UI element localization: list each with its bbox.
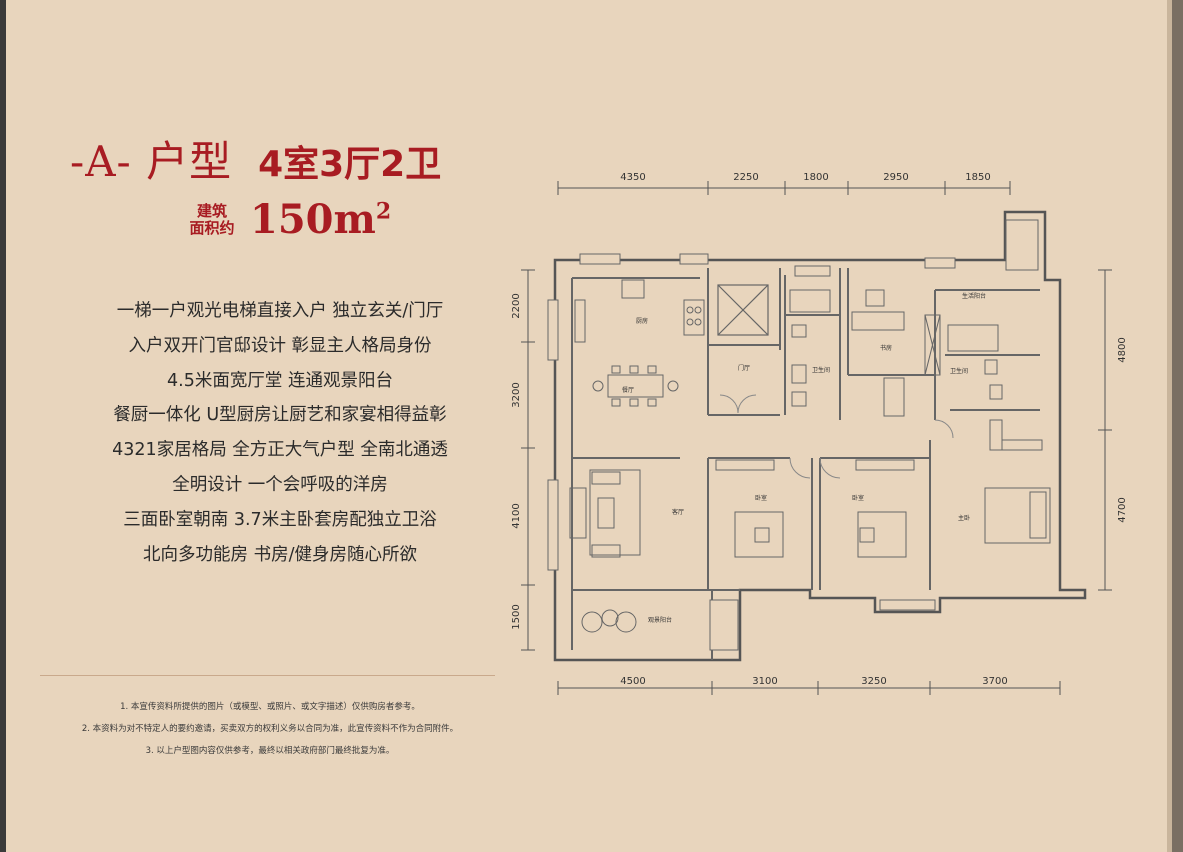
area-number: 150m xyxy=(250,196,376,243)
bathroom-fixtures xyxy=(789,289,1003,407)
disclaimer-note: 2. 本资料为对不特定人的要约邀请，买卖双方的权利义务以合同为准，此宣传资料不作… xyxy=(81,724,459,734)
room-label-bath2: 卫生间 xyxy=(950,367,968,375)
area-label: 建筑 面积约 xyxy=(184,201,240,237)
dim-top-2: 2250 xyxy=(733,172,758,183)
kitchen-fixtures xyxy=(574,279,705,343)
dim-left-4: 1500 xyxy=(511,604,522,629)
beds xyxy=(734,487,1051,558)
dim-top-4: 2950 xyxy=(883,172,908,183)
room-label-master: 主卧 xyxy=(958,514,970,522)
dim-top-3: 1800 xyxy=(803,172,828,183)
dim-left-1: 2200 xyxy=(511,293,522,318)
feature-item: 一梯一户观光电梯直接入户 独立玄关/门厅 xyxy=(116,301,444,321)
dim-bottom-3: 3250 xyxy=(861,676,886,687)
dimension-lines xyxy=(521,181,1112,695)
feature-item: 全明设计 一个会呼吸的洋房 xyxy=(172,474,388,495)
dining-table-icon xyxy=(592,365,679,407)
dim-left-2: 3200 xyxy=(511,382,522,407)
floor-plan: 4350 2250 1800 2950 1850 4500 3100 3250 … xyxy=(511,172,1128,695)
room-label-view-balcony: 观景阳台 xyxy=(648,616,672,624)
area-block: 建筑 面积约 150m2 xyxy=(184,196,391,243)
sofa-set-icon xyxy=(569,469,641,558)
right-edge-strip xyxy=(1167,0,1183,852)
unit-title: -A- 户型 4室3厅2卫 xyxy=(70,128,441,189)
unit-type-title: -A- 户型 xyxy=(70,137,233,186)
outer-walls xyxy=(553,210,1087,662)
dim-bottom-4: 3700 xyxy=(982,676,1007,687)
dim-left-3: 4100 xyxy=(511,503,522,528)
room-label-foyer: 门厅 xyxy=(738,364,750,372)
feature-item: 北向多功能房 书房/健身房随心所欲 xyxy=(143,544,417,565)
disclaimer-notes: 1. 本宣传资料所提供的图片（或模型、或照片、或文字描述）仅供购房者参考。 2.… xyxy=(20,700,520,766)
elevator-icon xyxy=(717,284,769,336)
dim-bottom-1: 4500 xyxy=(620,676,645,687)
room-label-dining: 餐厅 xyxy=(622,386,634,394)
room-label-bedroom1: 卧室 xyxy=(755,494,767,502)
room-label-kitchen: 厨房 xyxy=(636,317,648,325)
feature-list: 一梯一户观光电梯直接入户 独立玄关/门厅 入户双开门官邸设计 彰显主人格局身份 … xyxy=(60,297,500,575)
disclaimer-note: 1. 本宣传资料所提供的图片（或模型、或照片、或文字描述）仅供购房者参考。 xyxy=(120,702,420,712)
dim-top-5: 1850 xyxy=(965,172,990,183)
feature-item: 三面卧室朝南 3.7米主卧套房配独立卫浴 xyxy=(123,509,437,530)
area-value: 150m2 xyxy=(250,196,391,243)
room-label-study: 书房 xyxy=(880,344,892,352)
wardrobes xyxy=(715,419,1043,471)
dim-bottom-2: 3100 xyxy=(752,676,777,687)
disclaimer-note: 3. 以上户型图内容仅供参考，最终以相关政府部门最终批复为准。 xyxy=(145,746,395,756)
dimension-labels: 4350 2250 1800 2950 1850 4500 3100 3250 … xyxy=(511,172,1128,687)
feature-item: 入户双开门官邸设计 彰显主人格局身份 xyxy=(128,335,432,356)
dim-right-2: 4700 xyxy=(1117,497,1128,522)
area-unit-superscript: 2 xyxy=(375,198,392,225)
windows xyxy=(547,219,1039,651)
divider-line xyxy=(40,675,495,676)
study-furniture xyxy=(851,289,941,417)
room-count: 4室3厅2卫 xyxy=(258,144,442,185)
dim-right-1: 4800 xyxy=(1117,337,1128,362)
area-label-line2: 面积约 xyxy=(189,218,235,237)
feature-item: 4.5米面宽厅堂 连通观景阳台 xyxy=(167,370,393,391)
feature-item: 餐厨一体化 U型厨房让厨艺和家宴相得益彰 xyxy=(113,405,447,426)
room-labels: 厨房 餐厅 门厅 卫生间 书房 生活阳台 卫生间 客厅 卧室 卧室 主卧 观景阳… xyxy=(622,292,986,624)
room-label-bath1: 卫生间 xyxy=(812,366,830,374)
room-label-living-balcony: 生活阳台 xyxy=(962,292,986,300)
area-label-line1: 建筑 xyxy=(196,201,227,220)
room-label-living: 客厅 xyxy=(672,508,684,516)
room-label-bedroom2: 卧室 xyxy=(852,494,864,502)
feature-item: 4321家居格局 全方正大气户型 全南北通透 xyxy=(112,440,448,461)
dim-top-1: 4350 xyxy=(620,172,645,183)
inner-walls xyxy=(571,268,1040,660)
left-edge-strip xyxy=(0,0,6,852)
balcony-chairs-icon xyxy=(581,609,637,633)
door-swings xyxy=(719,394,954,479)
